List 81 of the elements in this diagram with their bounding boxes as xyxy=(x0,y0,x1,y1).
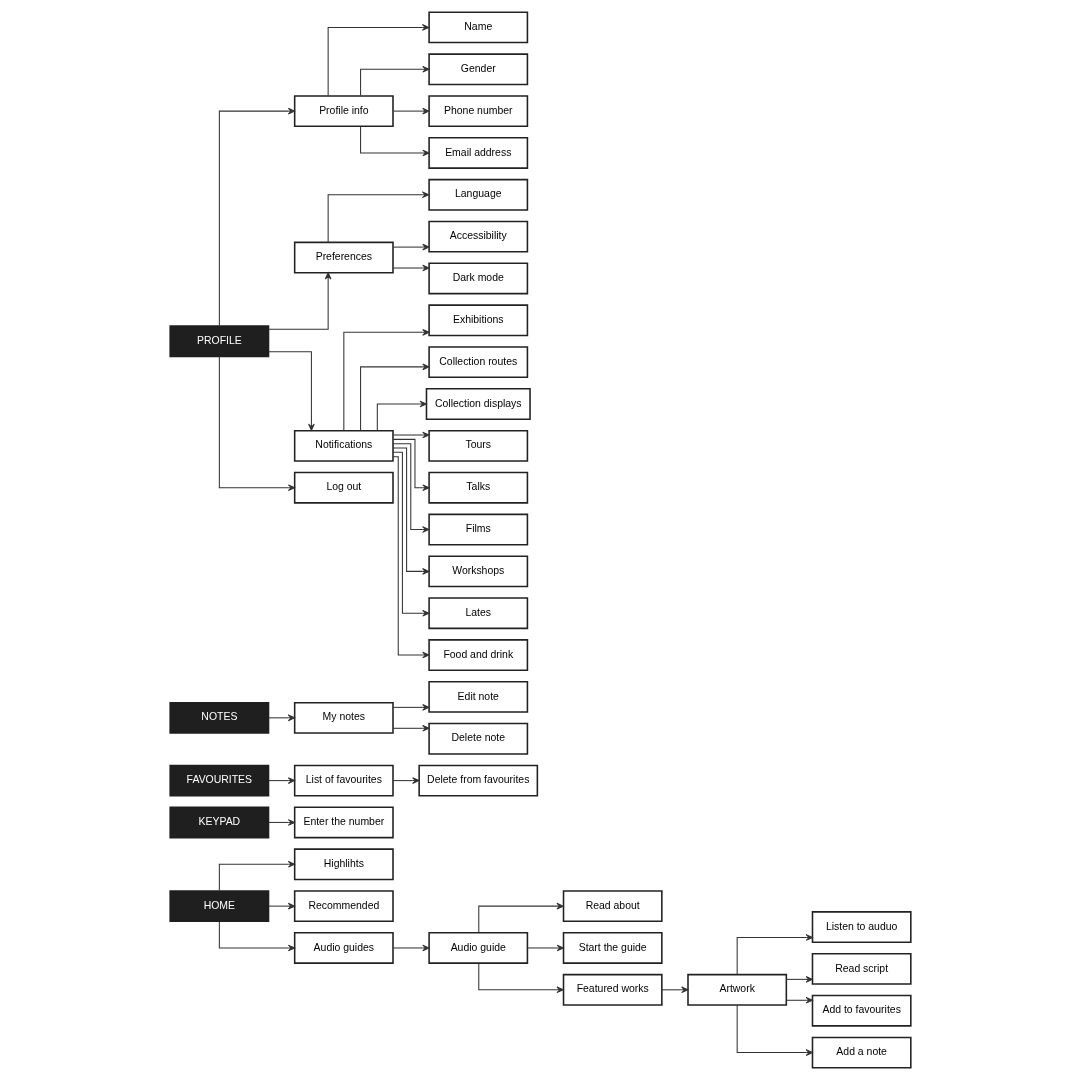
arrow xyxy=(392,264,429,272)
node-box: Recommended xyxy=(293,890,394,923)
arrow xyxy=(392,107,429,115)
arrow xyxy=(736,1004,813,1056)
arrow xyxy=(218,860,295,892)
arrow xyxy=(736,934,813,975)
arrow xyxy=(392,443,429,533)
node-box: Tours xyxy=(427,429,528,462)
node-box: Log out xyxy=(293,471,394,504)
node-box: NOTES xyxy=(168,701,269,734)
node-box: Delete from favourites xyxy=(417,764,538,797)
arrow xyxy=(392,704,429,711)
arrow xyxy=(477,963,564,994)
arrow xyxy=(526,944,564,952)
arrow xyxy=(267,819,295,826)
node-box: Artwork xyxy=(686,973,787,1006)
arrow xyxy=(359,363,430,432)
arrow xyxy=(267,714,295,722)
arrow xyxy=(392,724,429,732)
node-box: Collection routes xyxy=(427,346,528,379)
node-box: Read about xyxy=(562,890,663,923)
arrow xyxy=(327,191,429,243)
arrow xyxy=(342,329,429,432)
node-box: Workshops xyxy=(427,555,528,588)
node-box: Add to favourites xyxy=(811,994,912,1027)
arrow xyxy=(392,431,429,439)
arrow xyxy=(392,456,429,659)
node-box: Listen to auduo xyxy=(811,911,912,943)
arrow xyxy=(218,921,295,952)
node-box: Food and drink xyxy=(427,639,528,672)
node-box: Dark mode xyxy=(427,262,528,295)
arrow xyxy=(785,976,813,983)
node-box: PROFILE xyxy=(168,325,269,358)
arrow xyxy=(376,400,427,431)
node-box: Exhibitions xyxy=(427,304,528,337)
node-box: Read script xyxy=(811,952,912,985)
node-box: Enter the number xyxy=(293,806,394,839)
node-box: Notifications xyxy=(293,429,394,462)
node-box: FAVOURITES xyxy=(168,764,269,797)
node-box: Email address xyxy=(427,137,528,169)
node-box: Gender xyxy=(427,53,528,86)
arrow xyxy=(218,356,295,492)
node-box: Collection displays xyxy=(425,388,531,420)
node-box: Films xyxy=(427,513,528,546)
node-box: Featured works xyxy=(562,973,663,1006)
node-box: List of favourites xyxy=(293,764,394,797)
arrow xyxy=(359,65,430,97)
arrow xyxy=(391,451,429,617)
arrow xyxy=(267,902,295,910)
arrow xyxy=(392,447,429,575)
arrow xyxy=(660,986,688,994)
node-box: My notes xyxy=(293,701,394,734)
node-box: Lates xyxy=(427,597,528,630)
arrow xyxy=(785,996,813,1004)
arrow xyxy=(267,272,331,330)
node-box: Audio guides xyxy=(293,932,394,964)
node-box: Edit note xyxy=(427,680,528,713)
node-box: Profile info xyxy=(293,95,394,128)
arrow xyxy=(267,351,315,431)
node-box: Delete note xyxy=(427,722,528,755)
node-box: HOME xyxy=(168,890,269,923)
arrow xyxy=(218,107,295,327)
node-box: Accessibility xyxy=(427,220,528,253)
arrow xyxy=(392,438,430,492)
node-box: Language xyxy=(427,178,528,211)
node-box: Name xyxy=(427,11,528,44)
node-box: Audio guide xyxy=(427,932,528,964)
node-box: Preferences xyxy=(293,241,394,274)
node-box: Add a note xyxy=(811,1036,912,1069)
arrow xyxy=(392,243,429,251)
node-box: Phone number xyxy=(427,95,528,128)
node-box: Start the guide xyxy=(562,932,663,964)
arrow xyxy=(392,777,419,784)
arrow xyxy=(267,777,295,784)
arrow xyxy=(392,944,429,952)
node-box: KEYPAD xyxy=(168,806,269,839)
arrow xyxy=(327,24,429,97)
node-box: Talks xyxy=(427,471,528,504)
node-box: Highlihts xyxy=(293,848,394,881)
arrow xyxy=(477,902,564,933)
arrow xyxy=(359,126,430,157)
